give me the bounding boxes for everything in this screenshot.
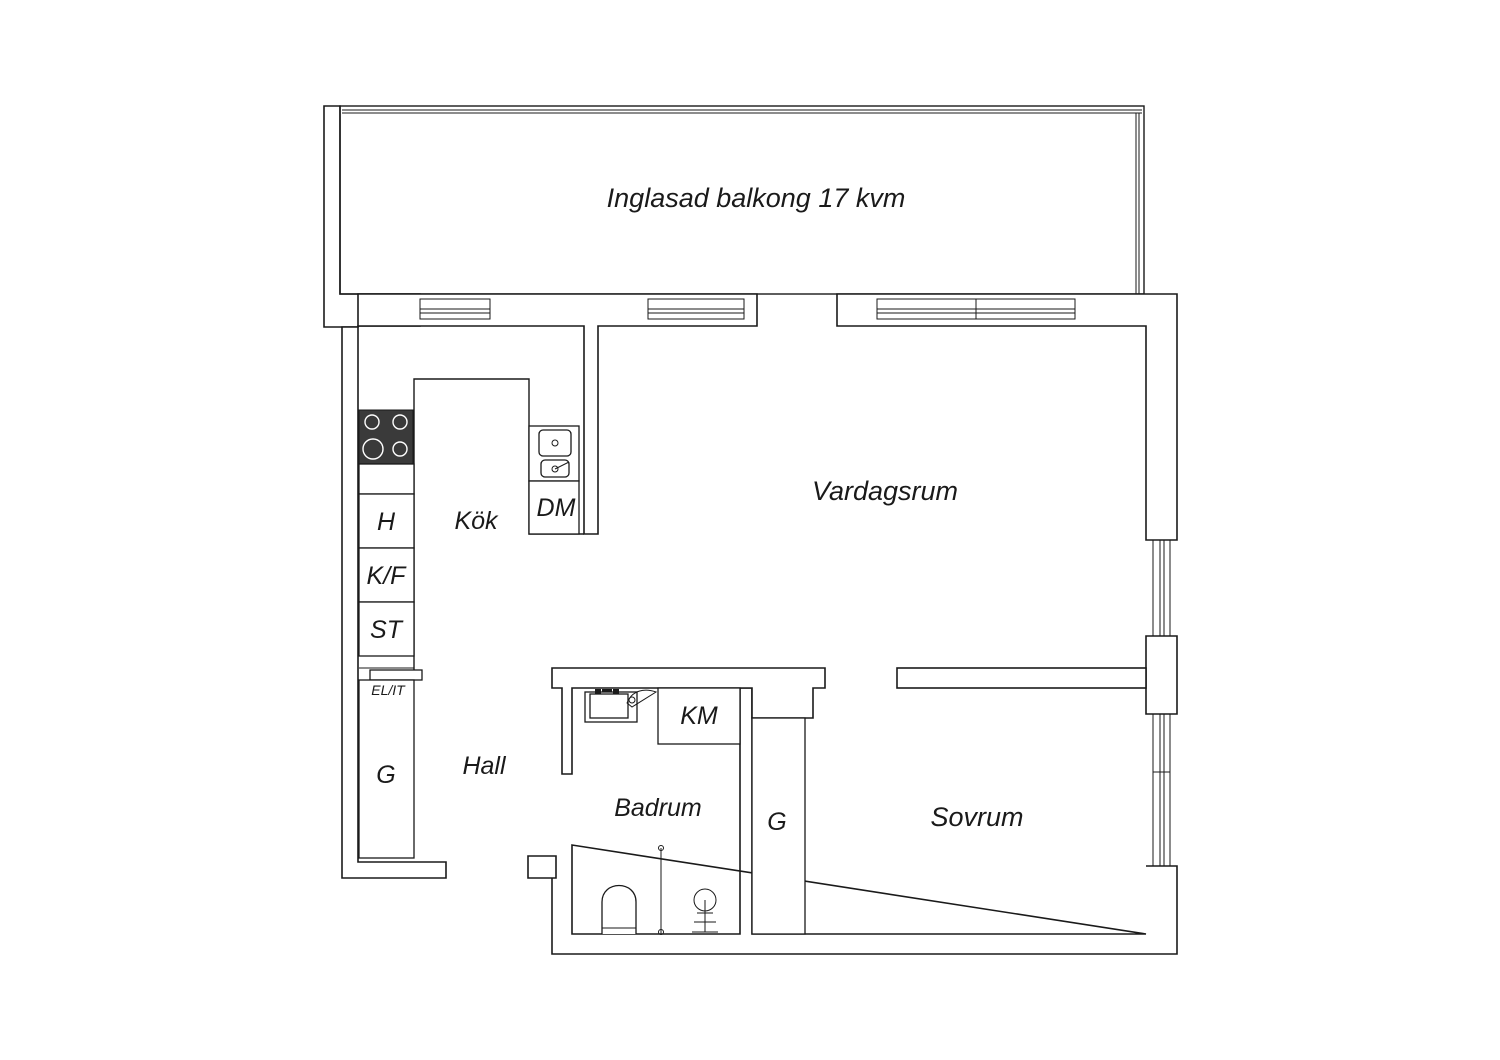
storage-label: ST	[370, 616, 404, 644]
dishwasher-label: DM	[537, 494, 576, 522]
window	[1152, 713, 1171, 867]
hall-label: Hall	[462, 752, 507, 780]
hall-wardrobe-label: G	[376, 761, 395, 789]
window	[876, 298, 1076, 320]
bedroom-wardrobe	[751, 717, 806, 935]
bedroom-label: Sovrum	[930, 802, 1023, 832]
stove	[358, 409, 414, 465]
window	[419, 298, 491, 320]
electric-it-label: EL/IT	[371, 682, 406, 698]
bedroom-wardrobe-label: G	[767, 808, 786, 836]
living-room-label: Vardagsrum	[812, 476, 958, 506]
hood-label: H	[377, 508, 396, 536]
window	[1152, 539, 1171, 637]
shower	[658, 845, 718, 935]
window	[647, 298, 745, 320]
washing-machine	[657, 687, 741, 745]
fridge-freezer-label: K/F	[367, 562, 408, 590]
kitchen-label: Kök	[454, 507, 499, 535]
kitchen-sink	[528, 425, 580, 535]
bathroom-label: Badrum	[614, 794, 702, 822]
kitchen-counter-cabinets	[358, 463, 423, 859]
exterior-walls	[341, 293, 1178, 955]
bathroom-sink	[584, 689, 658, 723]
interior-walls	[551, 667, 1147, 775]
balcony-label: Inglasad balkong 17 kvm	[607, 183, 906, 213]
toilet	[601, 885, 637, 934]
washing-machine-label: KM	[680, 702, 718, 730]
